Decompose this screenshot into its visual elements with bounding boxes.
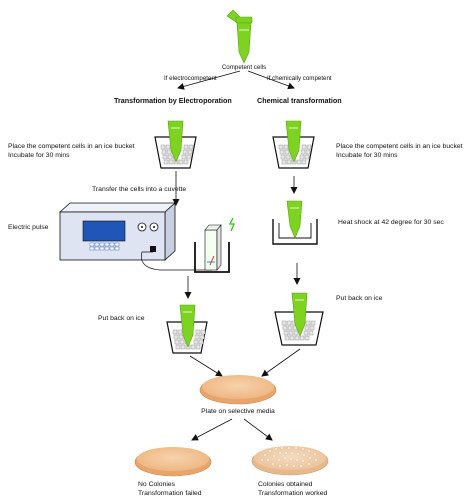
- put-back-left-label: Put back on ice: [98, 315, 145, 322]
- chemical-title: Chemical transformation: [257, 96, 342, 105]
- cable: [141, 251, 212, 271]
- transformation-failed-label: Transformation failed: [138, 490, 202, 497]
- petri-dish-selective-icon: [199, 375, 277, 405]
- right-ice-text-2: Incubate for 30 mins: [336, 152, 398, 159]
- ice-bucket-left-1-icon: [154, 120, 197, 169]
- plate-label: Plate on selective media: [201, 408, 275, 415]
- right-ice-text-1: Place the competent cells in an ice buck…: [336, 143, 463, 150]
- electroporation-title: Transformation by Electroporation: [114, 96, 232, 105]
- ice-bucket-left-2-icon: [166, 304, 208, 354]
- top-tube-icon: [226, 9, 253, 64]
- arrow-to-electro: [177, 70, 241, 90]
- spark-icon: [228, 217, 235, 232]
- arrow-to-success: [243, 418, 273, 441]
- no-colonies-label: No Colonies: [138, 481, 176, 488]
- cuvette-icon: [194, 224, 230, 273]
- if-electrocompetent-label: If electrocompetent: [164, 75, 217, 82]
- electroporator-icon: [58, 202, 177, 261]
- electric-pulse-label: Electric pulse: [8, 224, 49, 231]
- transformation-worked-label: Transformation worked: [258, 490, 327, 497]
- arrow-right-to-plate: [261, 348, 301, 377]
- competent-cells-label: Competent cells: [222, 64, 266, 71]
- left-ice-text-2: Incubate for 30 mins: [8, 152, 70, 159]
- arrow-to-chem: [247, 70, 295, 90]
- petri-dish-failed-icon: [134, 447, 212, 477]
- arrow-to-fail: [191, 418, 233, 441]
- if-chemically-competent-label: If chemically competent: [267, 75, 332, 82]
- left-ice-text-1: Place the competent cells in an ice buck…: [8, 143, 135, 150]
- heat-block-icon: [272, 200, 318, 245]
- transfer-label: Transfer the cells into a cuvette: [92, 186, 186, 193]
- petri-dish-success-icon: [251, 446, 329, 476]
- colonies-obtained-label: Colonies obtained: [258, 481, 313, 488]
- put-back-right-label: Put back on ice: [336, 295, 383, 302]
- arrow-left-to-plate: [189, 355, 223, 377]
- ice-bucket-right-1-icon: [272, 120, 315, 169]
- ice-bucket-right-2-icon: [274, 292, 324, 346]
- heat-shock-label: Heat shock at 42 degree for 30 sec: [338, 219, 444, 226]
